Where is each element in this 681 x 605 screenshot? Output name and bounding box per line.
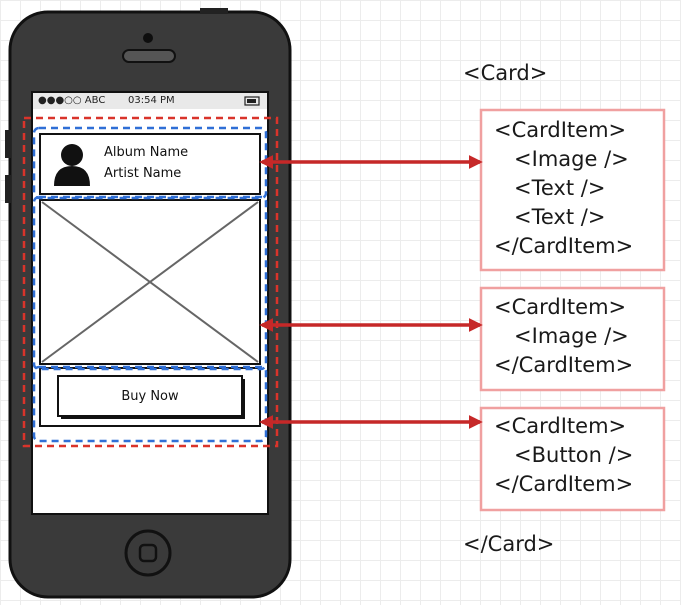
code-block-1: <CardItem> <Image /> <Text /> <Text /> <… [494, 116, 633, 261]
phone-top-button [200, 8, 228, 14]
code-line: <Image /> [494, 147, 629, 171]
camera-icon [143, 33, 153, 43]
album-name-label: Album Name [104, 145, 189, 160]
phone-side-button [5, 130, 11, 158]
phone-side-button [5, 175, 11, 203]
earpiece [122, 49, 176, 63]
code-box-2 [479, 286, 666, 392]
battery-fill [247, 99, 256, 103]
code-block-3: <CardItem> <Button /> </CardItem> [494, 412, 633, 499]
carditem-outline-3 [32, 365, 268, 443]
home-button-icon [138, 543, 158, 563]
buy-now-button[interactable] [57, 375, 243, 417]
code-line: </CardItem> [494, 234, 634, 258]
status-carrier: ●●●○○ ABC [38, 95, 106, 106]
buy-now-label: Buy Now [121, 389, 179, 404]
code-line: <Button /> [494, 443, 634, 467]
avatar-icon [54, 144, 90, 186]
home-button[interactable] [124, 529, 172, 577]
artist-name-label: Artist Name [104, 166, 182, 181]
battery-icon [244, 96, 260, 106]
code-line: <Text /> [494, 205, 606, 229]
code-line: <CardItem> [494, 118, 627, 142]
carditem-outline-2 [32, 195, 268, 371]
code-box-3 [479, 406, 666, 512]
image-placeholder-cross [41, 201, 259, 363]
code-line: <Image /> [494, 324, 629, 348]
code-line: </CardItem> [494, 353, 634, 377]
code-line: <Text /> [494, 176, 606, 200]
card-outline [22, 116, 279, 448]
code-line: <CardItem> [494, 414, 627, 438]
code-box-1 [479, 108, 666, 272]
code-line: </CardItem> [494, 472, 634, 496]
status-time: 03:54 PM [128, 95, 175, 106]
card-open-tag: <Card> [463, 61, 548, 85]
card-close-tag: </Card> [463, 532, 555, 556]
code-line: <CardItem> [494, 295, 627, 319]
status-bar [33, 93, 267, 109]
code-block-2: <CardItem> <Image /> </CardItem> [494, 293, 633, 380]
